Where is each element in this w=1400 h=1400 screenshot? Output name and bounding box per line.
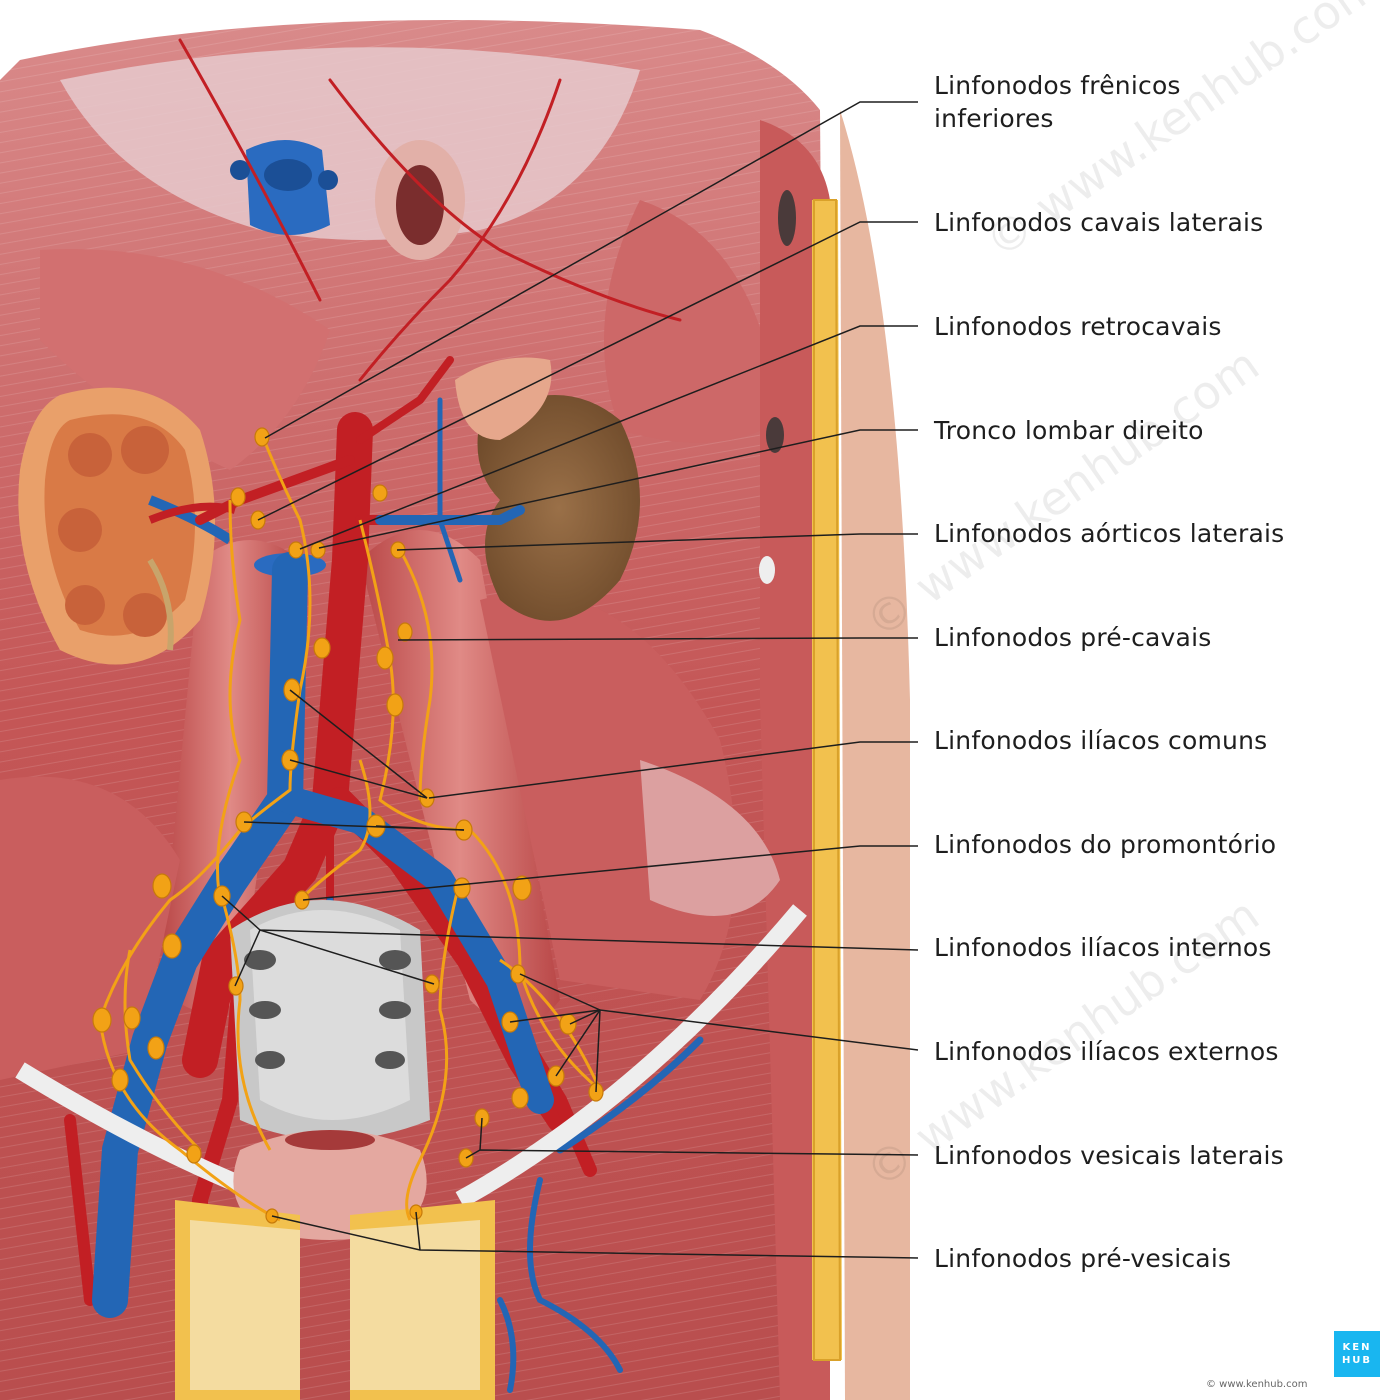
logo-text: HUB <box>1341 1355 1373 1366</box>
label-prevesical-nodes: Linfonodos pré-vesicais <box>934 1244 1232 1273</box>
label-lateral-vesical-nodes: Linfonodos vesicais laterais <box>934 1141 1284 1170</box>
leader-lines <box>221 101 919 1259</box>
label-promontory-nodes: Linfonodos do promontório <box>934 830 1277 859</box>
kenhub-logo: KEN HUB <box>1334 1331 1380 1377</box>
right-kidney <box>18 387 237 665</box>
label-common-iliac-nodes: Linfonodos ilíacos comuns <box>934 726 1268 755</box>
sacrum <box>230 900 430 1140</box>
label-retrocaval-nodes: Linfonodos retrocavais <box>934 312 1222 341</box>
label-lateral-aortic-nodes: Linfonodos aórticos laterais <box>934 519 1285 548</box>
bladder-pubis <box>175 1130 495 1400</box>
lateral-wall <box>759 110 910 1400</box>
logo-text: KEN <box>1342 1342 1372 1353</box>
diaphragm <box>40 47 780 470</box>
watermark-text: © www.kenhub.com <box>855 337 1268 649</box>
watermark: © www.kenhub.com © www.kenhub.com © www.… <box>855 0 1388 1199</box>
label-internal-iliac-nodes: Linfonodos ilíacos internos <box>934 933 1272 962</box>
ivc-diaphragm-opening <box>230 140 338 235</box>
label-precaval-nodes: Linfonodos pré-cavais <box>934 623 1212 652</box>
esophagus <box>375 140 465 260</box>
copyright-text: © www.kenhub.com <box>1206 1379 1308 1390</box>
label-right-lumbar-trunk: Tronco lombar direito <box>934 416 1204 445</box>
label-external-iliac-nodes: Linfonodos ilíacos externos <box>934 1037 1279 1066</box>
label-lateral-caval-nodes: Linfonodos cavais laterais <box>934 208 1264 237</box>
lymph-nodes <box>92 427 604 1224</box>
